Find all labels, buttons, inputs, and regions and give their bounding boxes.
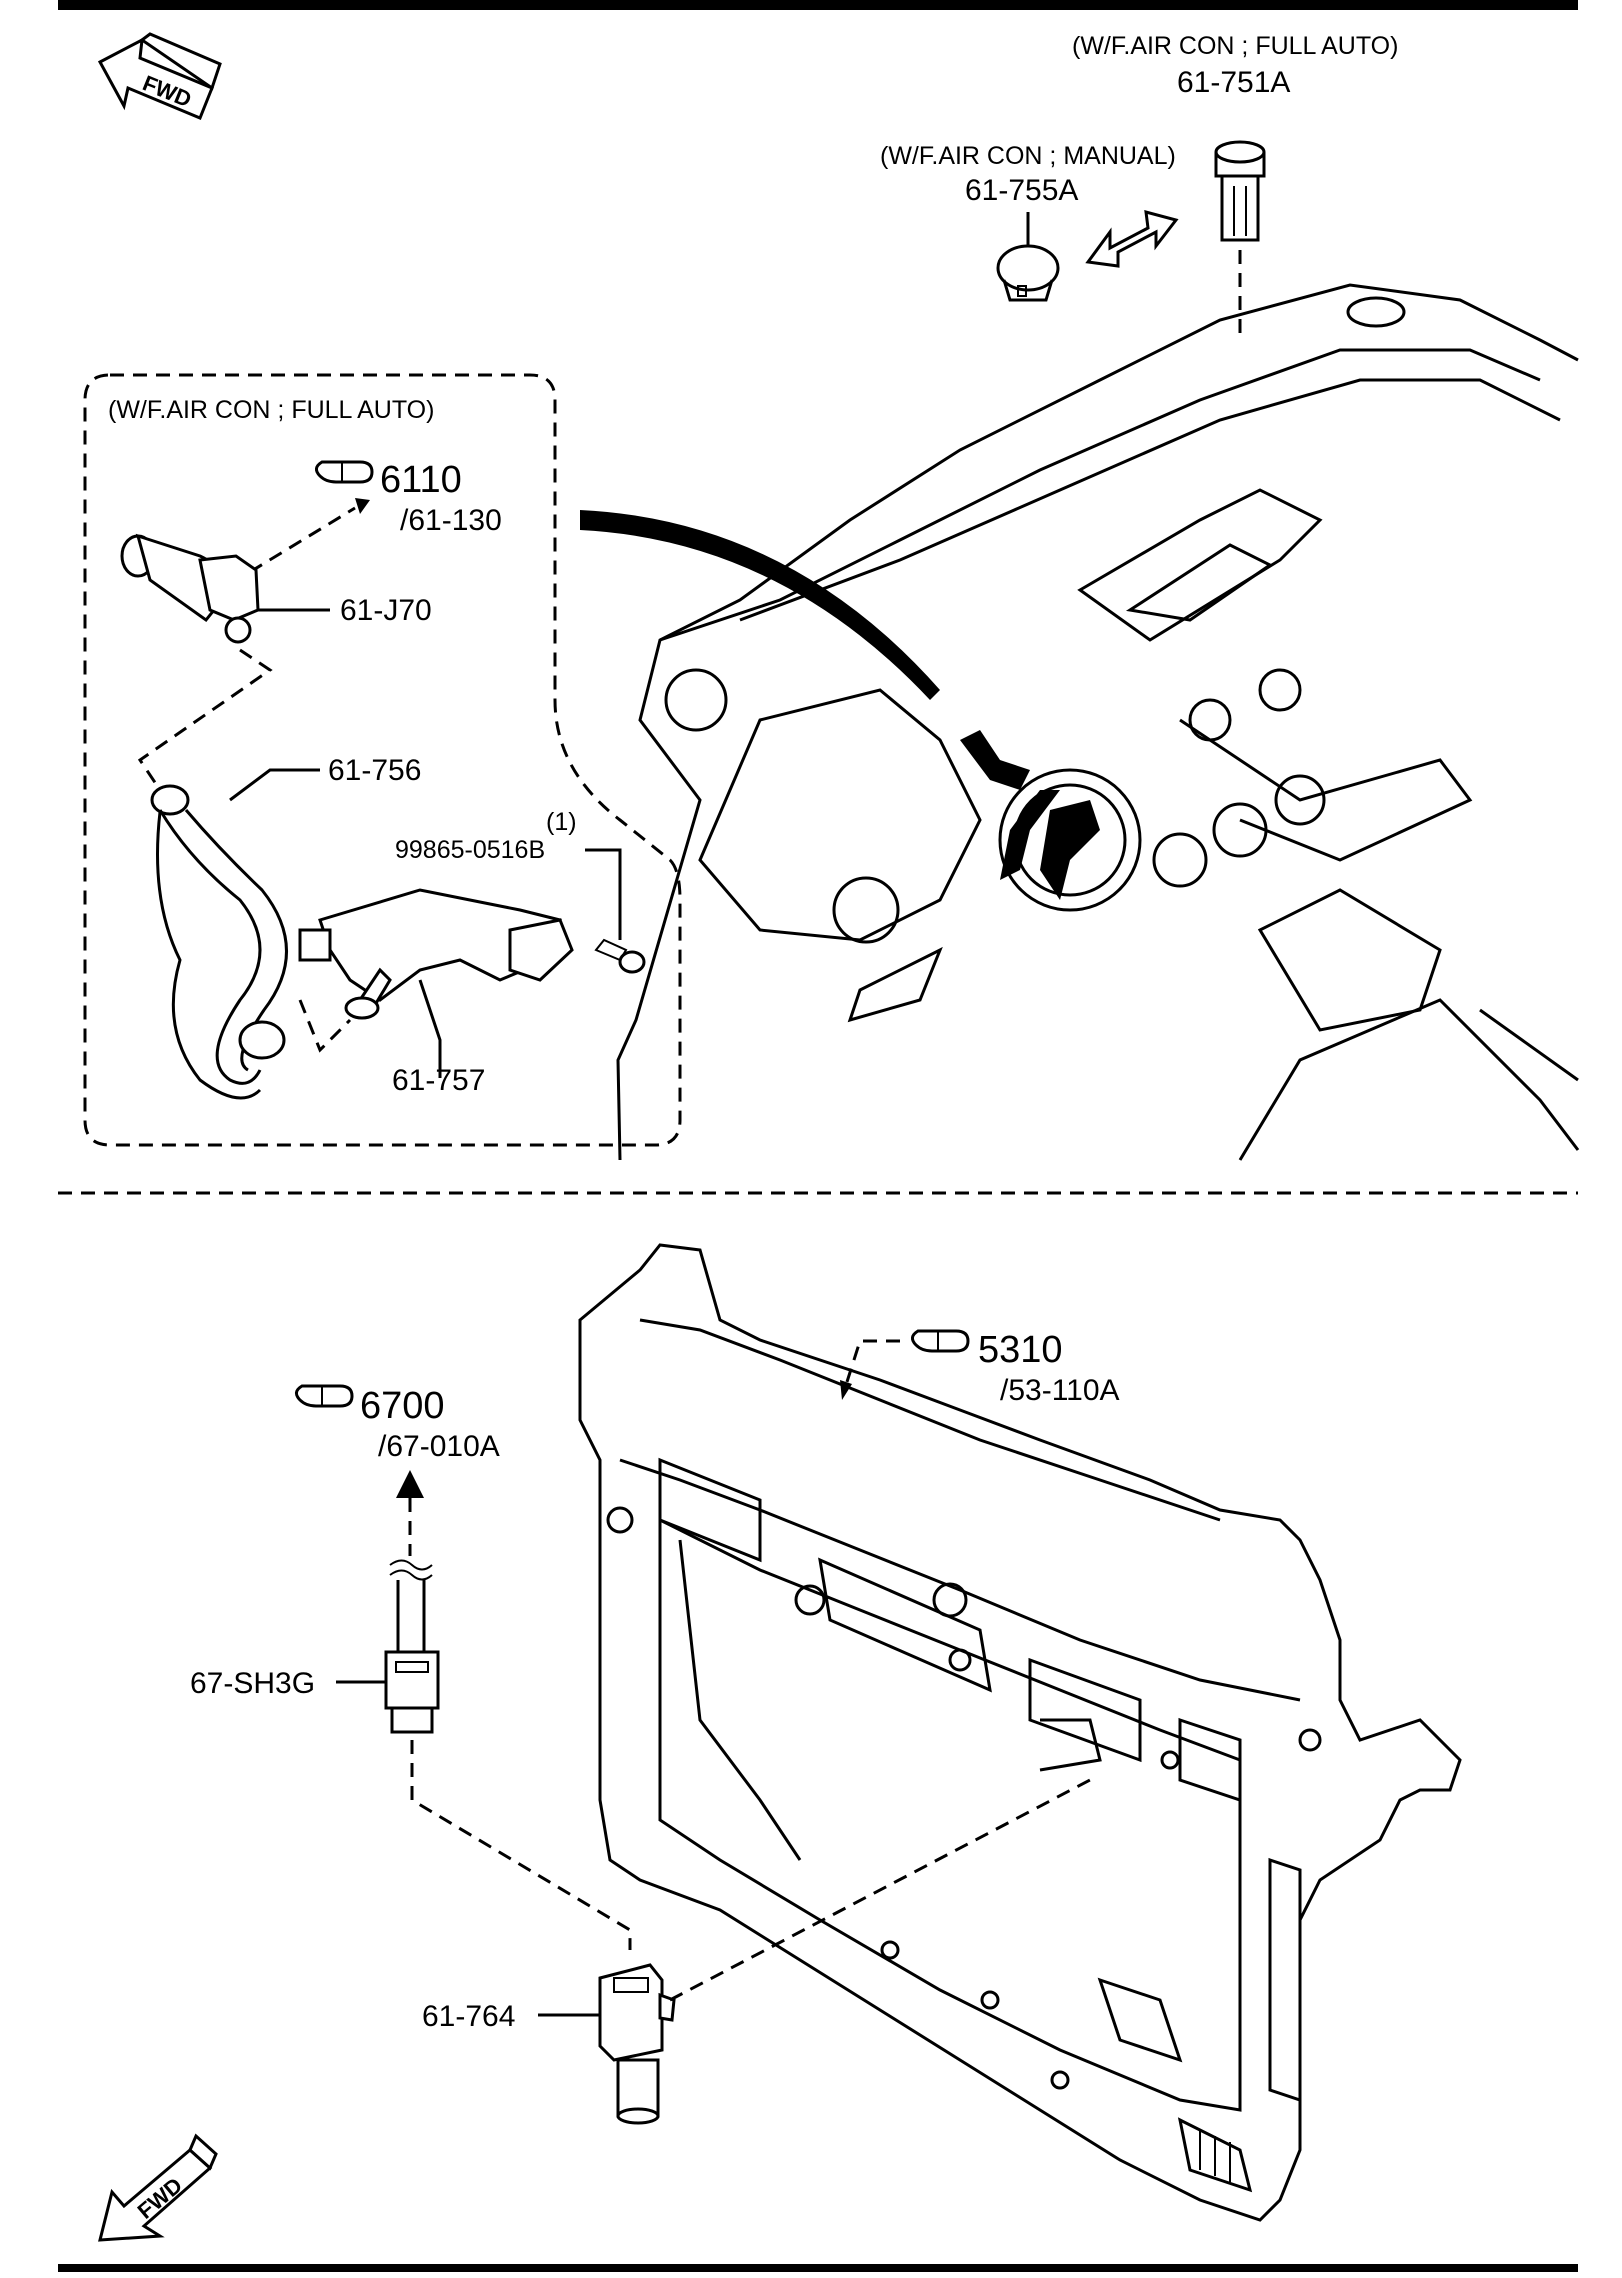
bottom-border-bar — [58, 2264, 1578, 2272]
leader-bolt — [585, 848, 622, 940]
ref-67-010a-label: /67-010A — [378, 1430, 500, 1463]
ref-53-110a-label: /53-110A — [1000, 1374, 1120, 1407]
blank-cap-icon — [996, 244, 1060, 302]
wiring-connector-icon — [384, 1559, 440, 1734]
ref-5310-label: 5310 — [978, 1329, 1063, 1371]
part-61-755a-label: 61-755A — [965, 174, 1078, 207]
sunload-sensor-icon — [1214, 140, 1266, 242]
inset-border — [83, 373, 682, 1147]
ambient-temp-sensor-icon — [598, 1963, 676, 2125]
qty-label: (1) — [546, 808, 577, 836]
fwd-arrow-icon-bottom: FWD — [98, 2133, 218, 2242]
top-border-bar — [58, 0, 1578, 10]
leader-sh3g-sensor — [410, 1740, 632, 1950]
leader-757-hose — [298, 999, 352, 1053]
leader-6110 — [249, 506, 356, 574]
arrow-head-6700 — [396, 1470, 424, 1498]
part-61-756-label: 61-756 — [328, 754, 421, 787]
hose-icon — [150, 784, 288, 1100]
arrow-head-5310 — [840, 1380, 852, 1400]
leader-756 — [229, 768, 320, 802]
ref-6110-label: 6110 — [380, 459, 462, 501]
leader-764-mount — [669, 1778, 1091, 2002]
part-bolt-label: 99865-0516B — [395, 836, 545, 864]
pointing-hand-icon — [315, 460, 374, 484]
screw-icon — [594, 938, 646, 974]
note-full-auto: (W/F.AIR CON ; FULL AUTO) — [1072, 32, 1398, 60]
dashboard-illustration — [580, 283, 1580, 1161]
pointing-hand-icon-6700 — [295, 1384, 354, 1408]
note-manual: (W/F.AIR CON ; MANUAL) — [880, 142, 1176, 170]
part-61-j70-label: 61-J70 — [340, 594, 432, 627]
arrow-head-6110 — [355, 498, 370, 514]
part-67-sh3g-label: 67-SH3G — [190, 1667, 315, 1700]
pointing-hand-icon-5310 — [911, 1329, 970, 1353]
aspirator-icon — [120, 533, 260, 644]
leader-j70-hose — [137, 648, 273, 791]
ref-6700-label: 6700 — [360, 1385, 445, 1427]
swap-double-arrow-icon — [1085, 209, 1179, 268]
part-61-757-label: 61-757 — [392, 1064, 485, 1097]
radiator-support-illustration — [578, 1243, 1462, 2222]
part-61-751a-label: 61-751A — [1177, 66, 1290, 99]
air-duct-icon — [298, 888, 574, 1020]
ref-61-130-label: /61-130 — [400, 504, 502, 537]
leader-757 — [418, 979, 442, 1078]
part-61-764-label: 61-764 — [422, 2000, 515, 2033]
fwd-arrow-icon: FWD — [97, 32, 222, 120]
inset-note: (W/F.AIR CON ; FULL AUTO) — [108, 396, 434, 424]
